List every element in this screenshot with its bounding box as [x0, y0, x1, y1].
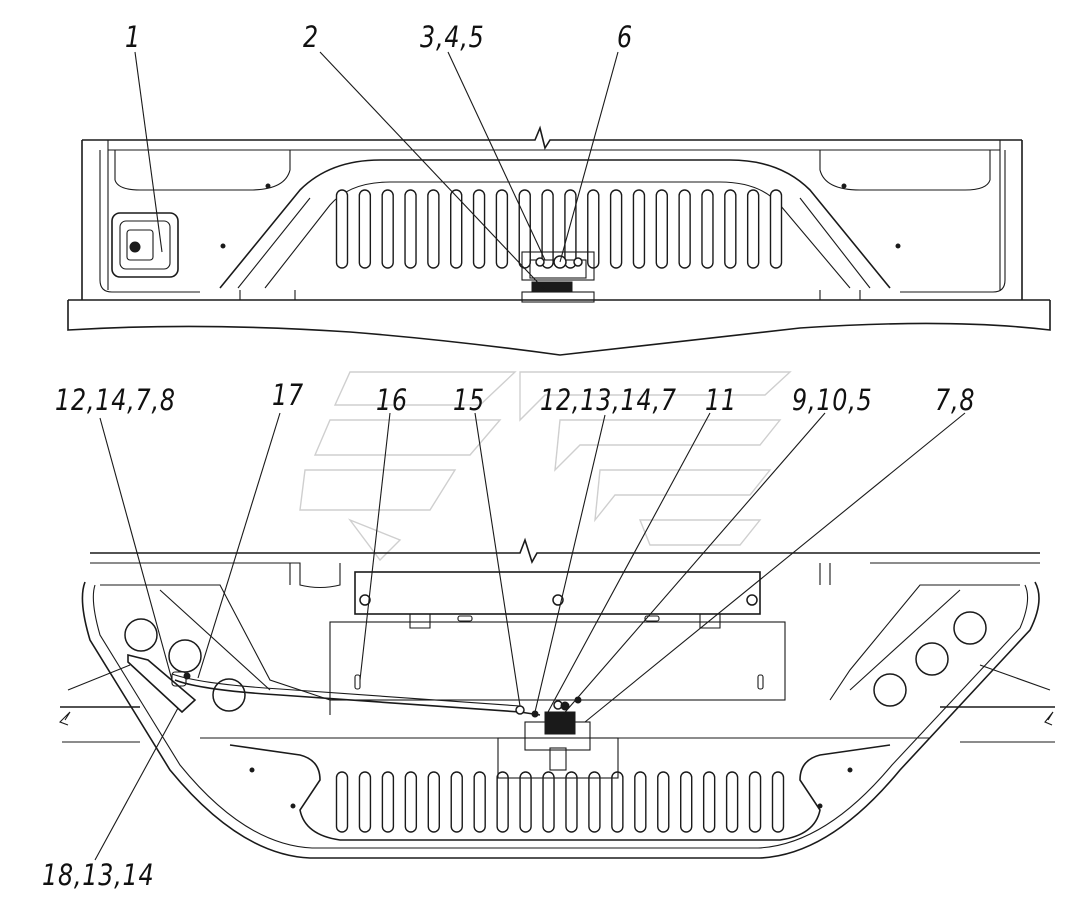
- callout-12-14-7-8: 12,14,7,8: [55, 383, 176, 417]
- watermark-logo: [299, 371, 792, 562]
- grille-slot: [657, 771, 670, 833]
- grille-slot: [381, 771, 395, 833]
- grille-slot: [541, 189, 554, 269]
- grille-slot: [518, 189, 531, 269]
- grille-slot: [588, 771, 601, 833]
- callout-11: 11: [705, 383, 737, 417]
- bottom-grille-slots: [335, 771, 785, 833]
- door-lock-handle: [111, 212, 179, 278]
- grille-slot: [632, 189, 646, 269]
- grille-slot: [473, 771, 486, 833]
- grille-slot: [404, 189, 417, 269]
- grille-slot: [358, 771, 372, 833]
- grille-slot: [335, 189, 349, 269]
- grille-slot: [725, 771, 739, 833]
- grille-slot: [519, 771, 532, 833]
- bottom-coupling: [497, 696, 619, 779]
- callout-1: 1: [125, 20, 141, 54]
- grille-slot: [611, 771, 624, 833]
- grille-slot: [609, 189, 623, 269]
- grille-slot: [680, 771, 693, 833]
- grille-slot: [587, 189, 600, 269]
- callout-7-8: 7,8: [935, 383, 976, 417]
- grille-slot: [496, 771, 509, 833]
- leader-lines: [94, 51, 966, 861]
- grille-slot: [450, 771, 463, 833]
- top-view: [67, 125, 1051, 356]
- grille-slot: [358, 189, 372, 269]
- grille-slot: [472, 189, 486, 269]
- grille-slot: [404, 771, 418, 833]
- grille-slot: [724, 189, 737, 269]
- callout-2: 2: [303, 20, 319, 54]
- grille-slot: [564, 189, 577, 269]
- grille-slot: [701, 189, 714, 269]
- callout-17: 17: [272, 378, 304, 412]
- grille-slot: [702, 771, 716, 833]
- callout-18-13-14: 18,13,14: [42, 858, 155, 892]
- grille-slot: [450, 189, 463, 269]
- grille-slot: [746, 189, 760, 269]
- grille-slot: [634, 771, 647, 833]
- cable-route: [174, 679, 541, 716]
- grille-slot: [427, 771, 440, 833]
- grille-slot: [565, 771, 578, 833]
- grille-slot: [655, 189, 668, 269]
- top-grille-slots: [335, 189, 783, 269]
- callout-3-4-5: 3,4,5: [420, 20, 485, 54]
- grille-slot: [769, 189, 783, 269]
- callout-6: 6: [617, 20, 633, 54]
- grille-slot: [495, 189, 509, 269]
- grille-slot: [335, 771, 349, 833]
- callout-9-10-5: 9,10,5: [792, 383, 873, 417]
- bottom-view: [59, 537, 1055, 859]
- grille-slot: [381, 189, 394, 269]
- grille-slot: [748, 771, 762, 833]
- grille-slot: [427, 189, 440, 269]
- grille-slot: [678, 189, 691, 269]
- grille-slot: [542, 771, 555, 833]
- callout-15: 15: [453, 383, 485, 417]
- grille-slot: [771, 771, 785, 833]
- callout-16: 16: [376, 383, 408, 417]
- callout-12-13-14-7: 12,13,14,7: [540, 383, 677, 417]
